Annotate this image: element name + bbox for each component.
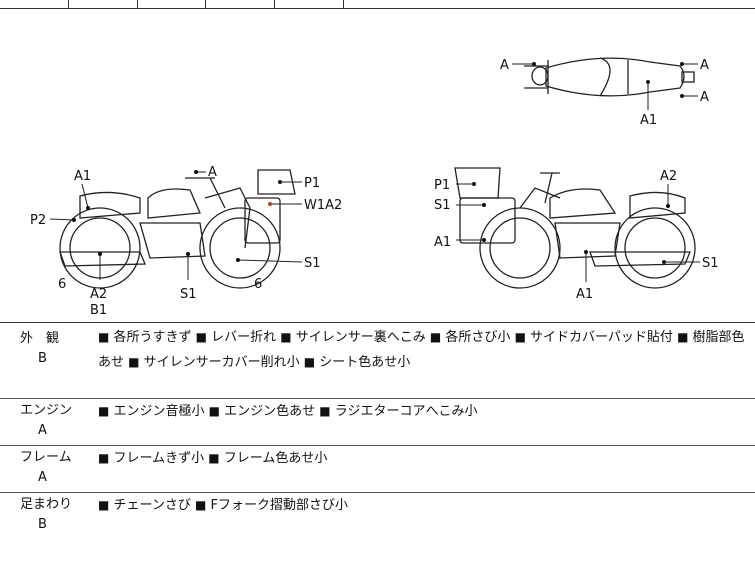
label-top-mirror-upper: A: [700, 58, 709, 73]
label-right-a2: A2: [660, 169, 677, 184]
motorcycle-diagram-svg: A A A A1 A1 A P1 W1A2 P2 S1 6 6 A2 B1 S1…: [30, 57, 719, 318]
label-right-s1-rear: S1: [702, 256, 719, 271]
motorcycle-top-view: [524, 57, 695, 97]
label-left-s1-bottom: S1: [180, 287, 197, 302]
damage-diagram: A A A A1 A1 A P1 W1A2 P2 S1 6 6 A2 B1 S1…: [0, 8, 755, 323]
label-left-p2: P2: [30, 213, 46, 228]
motorcycle-left-view: [59, 169, 296, 289]
section-suspension-name: 足まわり: [20, 497, 73, 512]
section-exterior-heading: 外 観 B: [0, 329, 88, 369]
section-exterior-items: ■ 各所うすきず ■ レバー折れ ■ サイレンサー裏へこみ ■ 各所さび小 ■ …: [98, 330, 745, 370]
label-left-a2: A2: [90, 287, 107, 302]
section-frame-grade: A: [38, 470, 47, 485]
section-exterior-name: 外 観: [20, 331, 60, 346]
section-engine-name: エンジン: [20, 403, 73, 418]
section-suspension-heading: 足まわり B: [0, 495, 88, 535]
section-frame-items: ■ フレームきず小 ■ フレーム色あせ小: [98, 451, 328, 466]
label-left-lever: A: [208, 165, 217, 180]
section-exterior-grade: B: [38, 351, 47, 366]
section-engine: エンジン A ■ エンジン音極小 ■ エンジン色あせ ■ ラジエターコアへこみ小: [0, 399, 755, 446]
section-engine-items: ■ エンジン音極小 ■ エンジン色あせ ■ ラジエターコアへこみ小: [98, 404, 478, 419]
section-suspension-items: ■ チェーンさび ■ Fフォーク摺動部さび小: [98, 498, 348, 513]
label-top-front: A: [500, 58, 509, 73]
section-frame-heading: フレーム A: [0, 448, 88, 488]
label-left-b1: B1: [90, 303, 107, 318]
section-suspension-grade: B: [38, 517, 47, 532]
label-right-p1: P1: [434, 178, 450, 193]
label-left-s1: S1: [304, 256, 321, 271]
section-suspension: 足まわり B ■ チェーンさび ■ Fフォーク摺動部さび小: [0, 493, 755, 559]
section-exterior: 外 観 B ■ 各所うすきず ■ レバー折れ ■ サイレンサー裏へこみ ■ 各所…: [0, 323, 755, 399]
label-top-tank: A1: [640, 113, 657, 128]
section-frame: フレーム A ■ フレームきず小 ■ フレーム色あせ小: [0, 446, 755, 493]
label-right-a1-bottom: A1: [576, 287, 593, 302]
label-left-p1: P1: [304, 176, 320, 191]
label-right-a1: A1: [434, 235, 451, 250]
section-engine-heading: エンジン A: [0, 401, 88, 441]
top-table-edge: [0, 0, 755, 9]
label-left-fender: A1: [74, 169, 91, 184]
label-left-w1a2: W1A2: [304, 198, 342, 213]
label-left-6-rear: 6: [254, 277, 262, 292]
motorcycle-right-view: [454, 167, 696, 289]
label-top-mirror-lower: A: [700, 90, 709, 105]
label-right-s1: S1: [434, 198, 451, 213]
section-frame-name: フレーム: [20, 450, 72, 465]
section-engine-grade: A: [38, 423, 47, 438]
label-left-6-front: 6: [58, 277, 66, 292]
